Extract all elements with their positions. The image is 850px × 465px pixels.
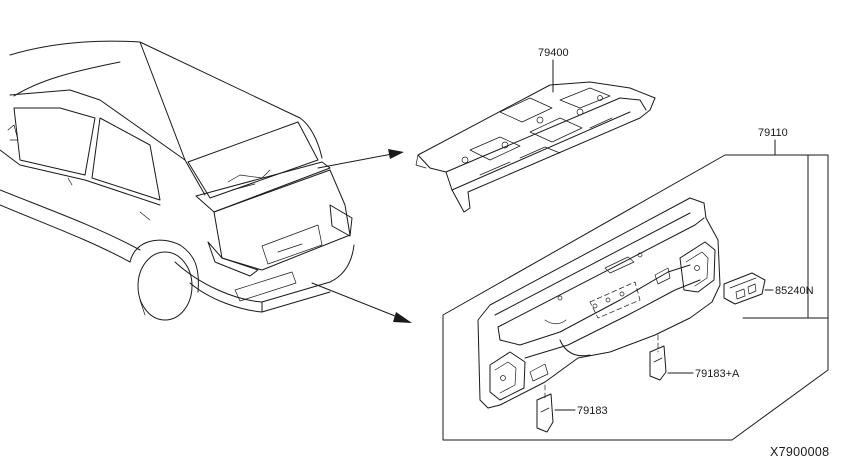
extension-79183-part: 79183 — [536, 384, 608, 433]
part-number-79183A: 79183+A — [695, 368, 740, 380]
rear-panel-boundary: 79110 — [442, 127, 829, 441]
extension-79183A-part: 79183+A — [649, 334, 740, 381]
callout-arrows — [311, 149, 412, 323]
vehicle-illustration — [0, 40, 355, 321]
part-number-79400: 79400 — [538, 47, 569, 59]
drawing-code: X7900008 — [770, 445, 829, 459]
part-number-85240N: 85240N — [775, 285, 814, 297]
rear-parcel-shelf-part: 79400 — [415, 47, 656, 213]
rear-panel-part — [477, 197, 721, 409]
part-number-79110: 79110 — [758, 127, 788, 139]
bracket-85240N-part: 85240N — [723, 272, 814, 305]
part-number-79183: 79183 — [577, 405, 608, 417]
